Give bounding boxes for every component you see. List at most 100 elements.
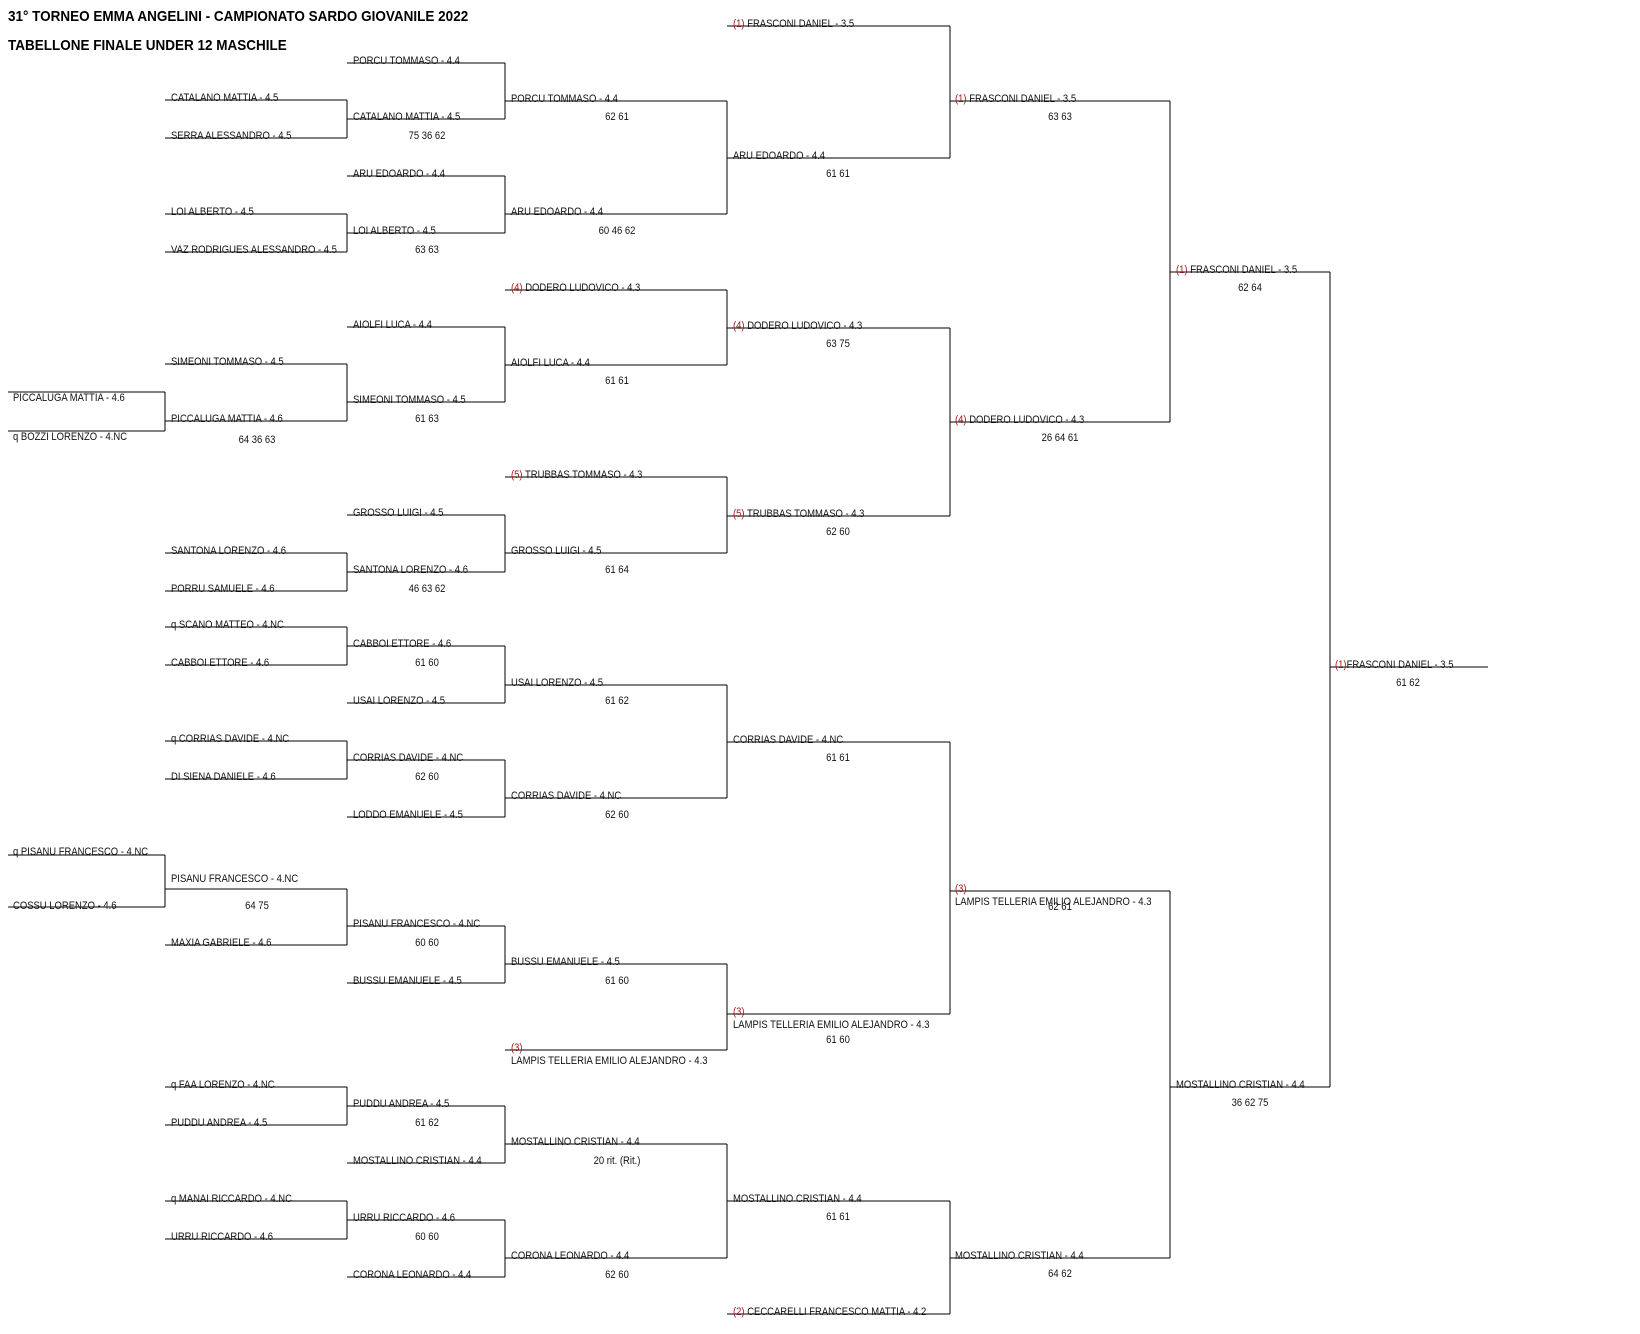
seed-label: (5) [733, 508, 748, 520]
player-name: PUDDU ANDREA - 4.5 [171, 1117, 268, 1129]
match-score: 62 60 [415, 771, 439, 783]
bracket-entry: SIMEONI TOMMASO - 4.5 [353, 394, 466, 407]
bracket-entry: SERRA ALESSANDRO - 4.5 [171, 130, 291, 143]
player-name: PORCU TOMMASO - 4.4 [353, 55, 460, 67]
bracket-entry: PICCALUGA MATTIA - 4.6 [171, 413, 283, 426]
player-name: BOZZI LORENZO - 4.NC [20, 431, 128, 443]
match-score: 61 62 [1396, 677, 1420, 689]
seed-label: (4) [511, 282, 526, 294]
player-name: COSSU LORENZO - 4.6 [13, 900, 117, 912]
player-name: MOSTALLINO CRISTIAN - 4.4 [511, 1136, 640, 1148]
bracket-entry: MOSTALLINO CRISTIAN - 4.4 [353, 1155, 482, 1168]
bracket-entry: LOI ALBERTO - 4.5 [353, 225, 436, 238]
seed-label: q [171, 619, 179, 631]
player-name: ARU EDOARDO - 4.4 [511, 206, 603, 218]
seed-label: q [13, 846, 21, 858]
seed-label: (4) [955, 414, 970, 426]
seed-label: (1) [955, 93, 970, 105]
bracket-entry: PUDDU ANDREA - 4.5 [353, 1098, 449, 1111]
player-name: AIOLFI LUCA - 4.4 [511, 357, 590, 369]
player-name: FAA LORENZO - 4.NC [178, 1079, 275, 1091]
match-score: 64 75 [245, 900, 269, 912]
player-name: URRU RICCARDO - 4.6 [171, 1231, 273, 1243]
player-name: MOSTALLINO CRISTIAN - 4.4 [955, 1250, 1084, 1262]
bracket-entry: (4) DODERO LUDOVICO - 4.3 [733, 320, 862, 333]
bracket-entry: MOSTALLINO CRISTIAN - 4.4 [955, 1250, 1084, 1263]
seed-label: q [13, 431, 21, 443]
bracket-entry: q CORRIAS DAVIDE - 4.NC [171, 733, 289, 746]
player-name: SANTONA LORENZO - 4.6 [353, 564, 468, 576]
player-name: DODERO LUDOVICO - 4.3 [525, 282, 641, 294]
bracket-entry: LODDO EMANUELE - 4.5 [353, 809, 463, 822]
seed-label: (3) [955, 883, 967, 895]
match-score: 61 60 [415, 657, 439, 669]
player-name: CORRIAS DAVIDE - 4.NC [353, 752, 464, 764]
bracket-entry: PUDDU ANDREA - 4.5 [171, 1117, 267, 1130]
seed-label: q [171, 733, 179, 745]
player-name: LOI ALBERTO - 4.5 [171, 206, 254, 218]
bracket-entry: CORONA LEONARDO - 4.4 [353, 1269, 471, 1282]
player-name: PICCALUGA MATTIA - 4.6 [13, 392, 125, 404]
bracket-entry: CABBOI ETTORE - 4.6 [353, 638, 451, 651]
player-name: URRU RICCARDO - 4.6 [353, 1212, 455, 1224]
match-score: 62 60 [605, 809, 629, 821]
bracket-entry: USAI LORENZO - 4.5 [511, 677, 603, 690]
player-name: PISANU FRANCESCO - 4.NC [20, 846, 149, 858]
match-score: 64 62 [1048, 1268, 1072, 1280]
bracket-entry: MOSTALLINO CRISTIAN - 4.4 [1176, 1079, 1305, 1092]
player-name: LAMPIS TELLERIA EMILIO ALEJANDRO - 4.3 [733, 1019, 930, 1031]
seed-label: (4) [733, 320, 748, 332]
player-name: SERRA ALESSANDRO - 4.5 [171, 130, 292, 142]
match-score: 64 36 63 [238, 434, 276, 446]
bracket-entry: PORCU TOMMASO - 4.4 [511, 93, 618, 106]
match-score: 61 61 [826, 168, 850, 180]
match-score: 20 rit. (Rit.) [593, 1155, 641, 1167]
player-name: DODERO LUDOVICO - 4.3 [747, 320, 863, 332]
player-name: FRASCONI DANIEL - 3.5 [969, 93, 1077, 105]
player-name: DODERO LUDOVICO - 4.3 [969, 414, 1085, 426]
player-name: SIMEONI TOMMASO - 4.5 [353, 394, 466, 406]
page-title: 31° TORNEO EMMA ANGELINI - CAMPIONATO SA… [8, 8, 469, 25]
bracket-entry: BUSSU EMANUELE - 4.5 [511, 956, 620, 969]
bracket-entry: q SCANO MATTEO - 4.NC [171, 619, 284, 632]
bracket-entry: MOSTALLINO CRISTIAN - 4.4 [511, 1136, 640, 1149]
bracket-entry: SIMEONI TOMMASO - 4.5 [171, 356, 284, 369]
seed-label: (3) [511, 1042, 523, 1054]
bracket-entry: (3)LAMPIS TELLERIA EMILIO ALEJANDRO - 4.… [511, 1042, 707, 1068]
bracket-entry: (5) TRUBBAS TOMMASO - 4.3 [733, 508, 864, 521]
seed-label: (3) [733, 1006, 745, 1018]
player-name: LOI ALBERTO - 4.5 [353, 225, 436, 237]
bracket-entry: AIOLFI LUCA - 4.4 [353, 319, 432, 332]
player-name: LAMPIS TELLERIA EMILIO ALEJANDRO - 4.3 [511, 1055, 708, 1067]
match-score: 61 60 [605, 975, 629, 987]
player-name: TRUBBAS TOMMASO - 4.3 [525, 469, 643, 481]
player-name: CABBOI ETTORE - 4.6 [171, 657, 270, 669]
seed-label: (5) [511, 469, 526, 481]
match-score: 61 61 [826, 1211, 850, 1223]
bracket-entry: SANTONA LORENZO - 4.6 [171, 545, 286, 558]
player-name: SCANO MATTEO - 4.NC [178, 619, 284, 631]
bracket-entry: PISANU FRANCESCO - 4.NC [171, 873, 298, 886]
player-name: MOSTALLINO CRISTIAN - 4.4 [353, 1155, 482, 1167]
bracket-entry: q MANAI RICCARDO - 4.NC [171, 1193, 292, 1206]
player-name: LAMPIS TELLERIA EMILIO ALEJANDRO - 4.3 [955, 896, 1152, 908]
seed-label: (1) [733, 18, 748, 30]
bracket-entry: q BOZZI LORENZO - 4.NC [13, 431, 127, 444]
match-score: 61 63 [415, 413, 439, 425]
player-name: PICCALUGA MATTIA - 4.6 [171, 413, 283, 425]
match-score: 62 60 [605, 1269, 629, 1281]
bracket-entry: CABBOI ETTORE - 4.6 [171, 657, 269, 670]
match-score: 61 61 [826, 752, 850, 764]
bracket-entry: ARU EDOARDO - 4.4 [733, 150, 825, 163]
seed-label: q [171, 1079, 179, 1091]
bracket-entry: USAI LORENZO - 4.5 [353, 695, 445, 708]
bracket-entry: (1) FRASCONI DANIEL - 3.5 [955, 93, 1076, 106]
bracket-entry: COSSU LORENZO - 4.6 [13, 900, 117, 913]
player-name: FRASCONI DANIEL - 3.5 [747, 18, 855, 30]
seed-label: (1) [1335, 659, 1347, 671]
player-name: CABBOI ETTORE - 4.6 [353, 638, 452, 650]
player-name: CORRIAS DAVIDE - 4.NC [511, 790, 622, 802]
bracket-entry: (1) FRASCONI DANIEL - 3.5 [733, 18, 854, 31]
bracket-entry: PISANU FRANCESCO - 4.NC [353, 918, 480, 931]
